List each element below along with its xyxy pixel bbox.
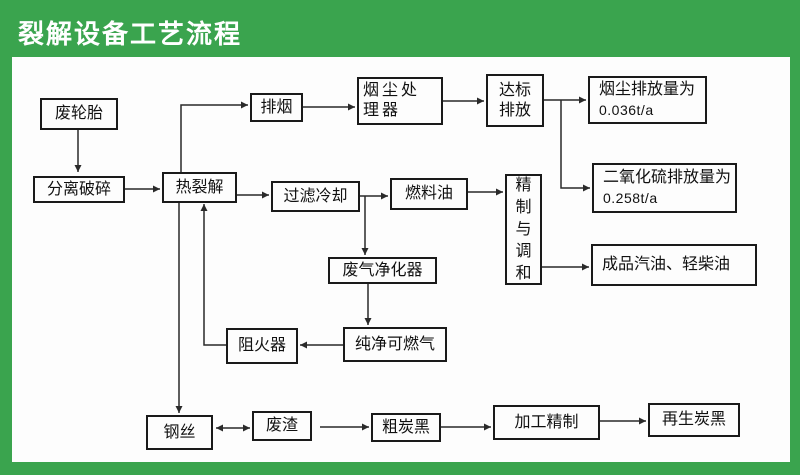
- node-gas-purifier: 废气净化器: [328, 257, 437, 284]
- node-finished-oil: 成品汽油、轻柴油: [591, 244, 757, 286]
- node-separate-crush: 分离破碎: [33, 176, 125, 203]
- page-title: 裂解设备工艺流程: [18, 19, 243, 49]
- node-dust-processor: 烟尘处理器: [357, 77, 443, 125]
- node-refine-blend: 精制与调和: [505, 174, 542, 285]
- node-dust-emission-line2: 0.036t/a: [599, 102, 654, 118]
- node-fuel-oil: 燃料油: [390, 178, 468, 210]
- node-processing-refine: 加工精制: [493, 405, 600, 440]
- node-so2-emission-line2: 0.258t/a: [603, 190, 658, 206]
- node-pure-gas: 纯净可燃气: [343, 327, 447, 362]
- node-regen-carbon-black: 再生炭黑: [648, 403, 740, 437]
- node-refine-blend-label: 精制与调和: [515, 176, 532, 282]
- node-standard-discharge-line1: 达标: [498, 81, 531, 99]
- node-flame-arrester: 阻火器: [226, 328, 298, 364]
- node-crude-carbon-black: 粗炭黑: [371, 413, 441, 442]
- node-waste-tire: 废轮胎: [40, 98, 118, 130]
- node-so2-emission: 二氧化硫排放量为 0.258t/a: [592, 163, 737, 213]
- node-smoke-exhaust: 排烟: [250, 93, 303, 122]
- node-pyrolysis: 热裂解: [162, 172, 237, 203]
- node-dust-emission-line1: 烟尘排放量为: [599, 81, 696, 98]
- node-standard-discharge: 达标 排放: [486, 74, 544, 127]
- node-standard-discharge-line2: 排放: [498, 101, 531, 119]
- node-waste-residue: 废渣: [252, 411, 312, 441]
- node-filter-cooling: 过滤冷却: [271, 181, 360, 212]
- node-steel-wire: 钢丝: [146, 415, 213, 450]
- flowchart-canvas: 废轮胎 分离破碎 热裂解 排烟 烟尘处理器 达标 排放 烟尘排放量为 0.036…: [12, 57, 790, 462]
- node-so2-emission-line1: 二氧化硫排放量为: [603, 169, 732, 186]
- node-dust-emission: 烟尘排放量为 0.036t/a: [588, 76, 707, 124]
